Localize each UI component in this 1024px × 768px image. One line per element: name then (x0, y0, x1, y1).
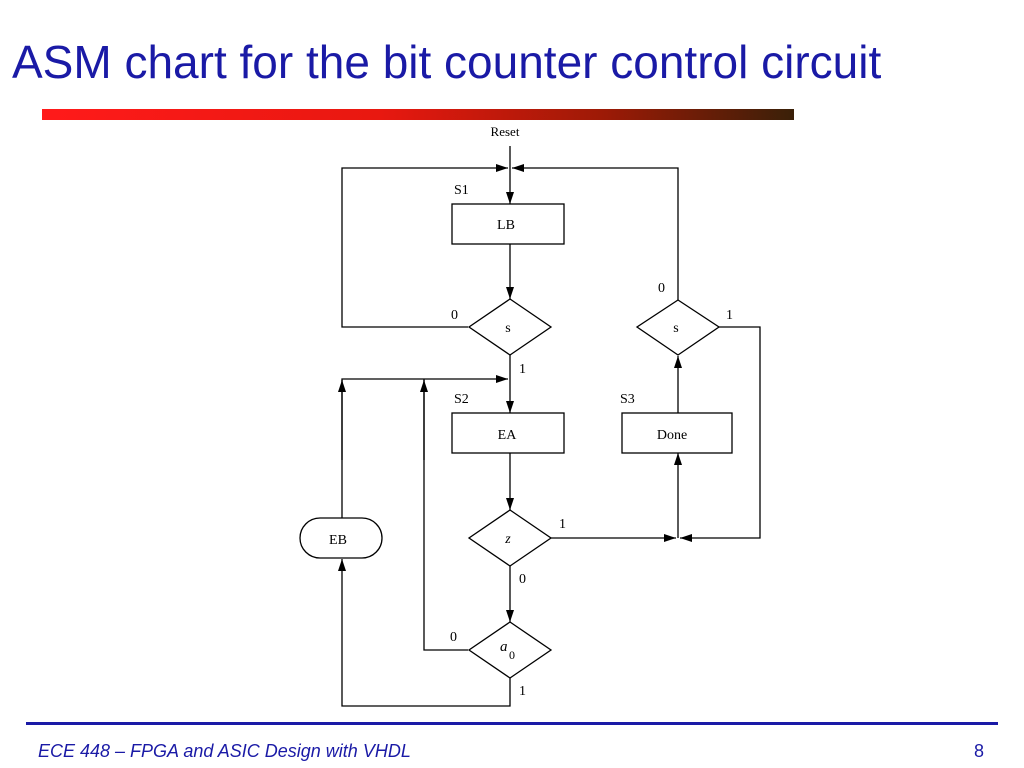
a0-subscript: 0 (509, 648, 515, 662)
z-true-label: 1 (559, 517, 566, 532)
decision-s-right (635, 299, 721, 356)
state-box-s2 (451, 412, 565, 454)
title-underline-bar (42, 109, 794, 120)
state-name-s1: S1 (454, 183, 469, 198)
output-eb: EB (329, 533, 347, 548)
a0-true-label: 1 (519, 684, 526, 699)
state-name-s3: S3 (620, 392, 635, 407)
z-false-label: 0 (519, 572, 526, 587)
eb-to-s2-path (341, 375, 508, 518)
s-right-true-path (680, 326, 761, 542)
footer-divider (26, 722, 998, 725)
s-right-false-loop (512, 164, 679, 300)
s-left-false-loop (341, 164, 508, 328)
a0-false-label: 0 (450, 630, 457, 645)
conditional-output-eb (299, 517, 383, 559)
output-done: Done (657, 428, 687, 443)
page-number: 8 (974, 741, 985, 761)
a0-input: a (500, 639, 508, 655)
slide-title: ASM chart for the bit counter control ci… (12, 36, 882, 88)
z-input: z (504, 532, 511, 547)
s-left-true-label: 1 (519, 362, 526, 377)
a0-true-path (338, 559, 511, 707)
reset-label: Reset (491, 124, 520, 139)
s-right-false-label: 0 (658, 281, 665, 296)
output-lb: LB (497, 218, 515, 233)
s-right-input: s (673, 321, 678, 336)
state-box-s3 (621, 412, 733, 454)
s-left-input: s (505, 321, 510, 336)
state-name-s2: S2 (454, 392, 469, 407)
a0-false-loop (423, 379, 468, 651)
s-left-false-label: 0 (451, 308, 458, 323)
s-right-true-label: 1 (726, 308, 733, 323)
state-box-s1 (451, 203, 565, 245)
output-ea: EA (498, 428, 518, 443)
footer-course-title: ECE 448 – FPGA and ASIC Design with VHDL (38, 741, 411, 761)
